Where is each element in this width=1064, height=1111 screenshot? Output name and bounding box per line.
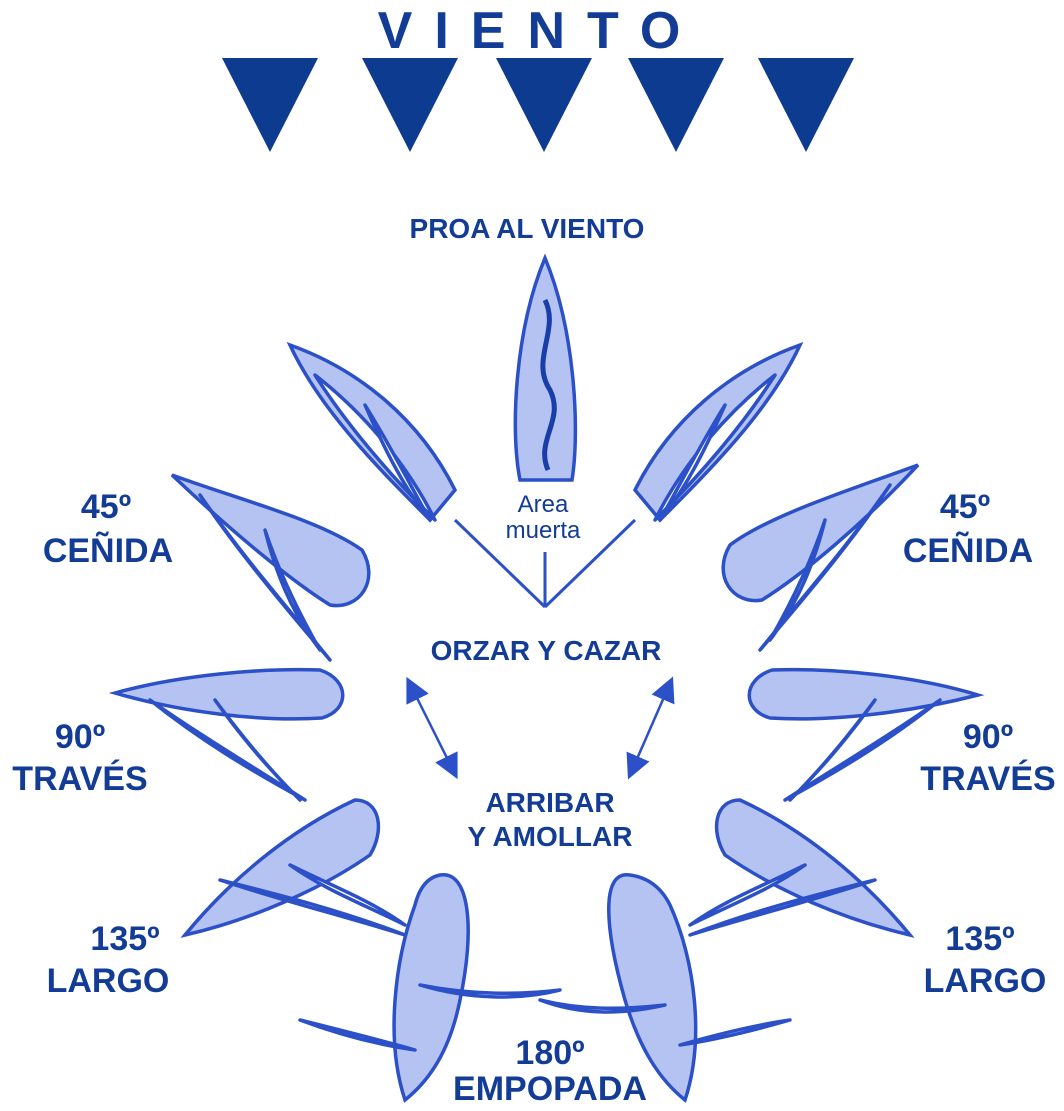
boat-broad-reach-left [180, 798, 407, 938]
bear-away-label-1: ARRIBAR [485, 787, 614, 818]
boat-running-left [298, 873, 562, 1103]
boat-close-hauled-left [170, 473, 371, 662]
broad-reach-left-deg: 135º [90, 920, 159, 958]
boat-running-right [538, 873, 792, 1103]
close-hauled-right-deg: 45º [940, 488, 990, 526]
boat-upper-right [632, 341, 804, 523]
close-hauled-right-label: CEÑIDA [903, 532, 1033, 570]
double-arrow-icon [406, 676, 458, 780]
dead-area-label-2: muerta [506, 517, 581, 544]
boat-beam-reach-right [747, 667, 985, 802]
luff-label: ORZAR Y CAZAR [431, 635, 662, 666]
wind-arrow-icon [496, 58, 592, 152]
beam-reach-left-label: TRAVÉS [12, 760, 147, 798]
wind-arrow-icon [758, 58, 854, 152]
broad-reach-right-label: LARGO [924, 962, 1047, 1000]
beam-reach-right-label: TRAVÉS [920, 760, 1055, 798]
double-arrow-icon [626, 676, 675, 780]
boat-broad-reach-right [688, 798, 915, 938]
beam-reach-left-deg: 90º [55, 718, 105, 756]
broad-reach-left-label: LARGO [47, 962, 170, 1000]
dead-area-label-1: Area [518, 491, 569, 518]
close-hauled-left-deg: 45º [81, 488, 131, 526]
boat-beam-reach-left [108, 667, 345, 802]
wind-arrow-icon [362, 58, 458, 152]
dead-area-cone [453, 518, 637, 609]
wind-arrows [222, 58, 854, 152]
close-hauled-left-label: CEÑIDA [43, 532, 173, 570]
boat-upper-left [286, 341, 458, 523]
wind-arrow-icon [222, 58, 318, 152]
running-deg: 180º [515, 1034, 584, 1072]
beam-reach-right-deg: 90º [963, 718, 1013, 756]
boat-close-hauled-right [721, 463, 920, 652]
running-label: EMPOPADA [453, 1070, 647, 1108]
bow-to-wind-label: PROA AL VIENTO [410, 213, 645, 244]
bear-away-label-2: Y AMOLLAR [468, 821, 633, 852]
boat-head-to-wind [513, 253, 578, 482]
wind-arrow-icon [628, 58, 724, 152]
broad-reach-right-deg: 135º [945, 920, 1014, 958]
wind-title: VIENTO [378, 2, 703, 60]
